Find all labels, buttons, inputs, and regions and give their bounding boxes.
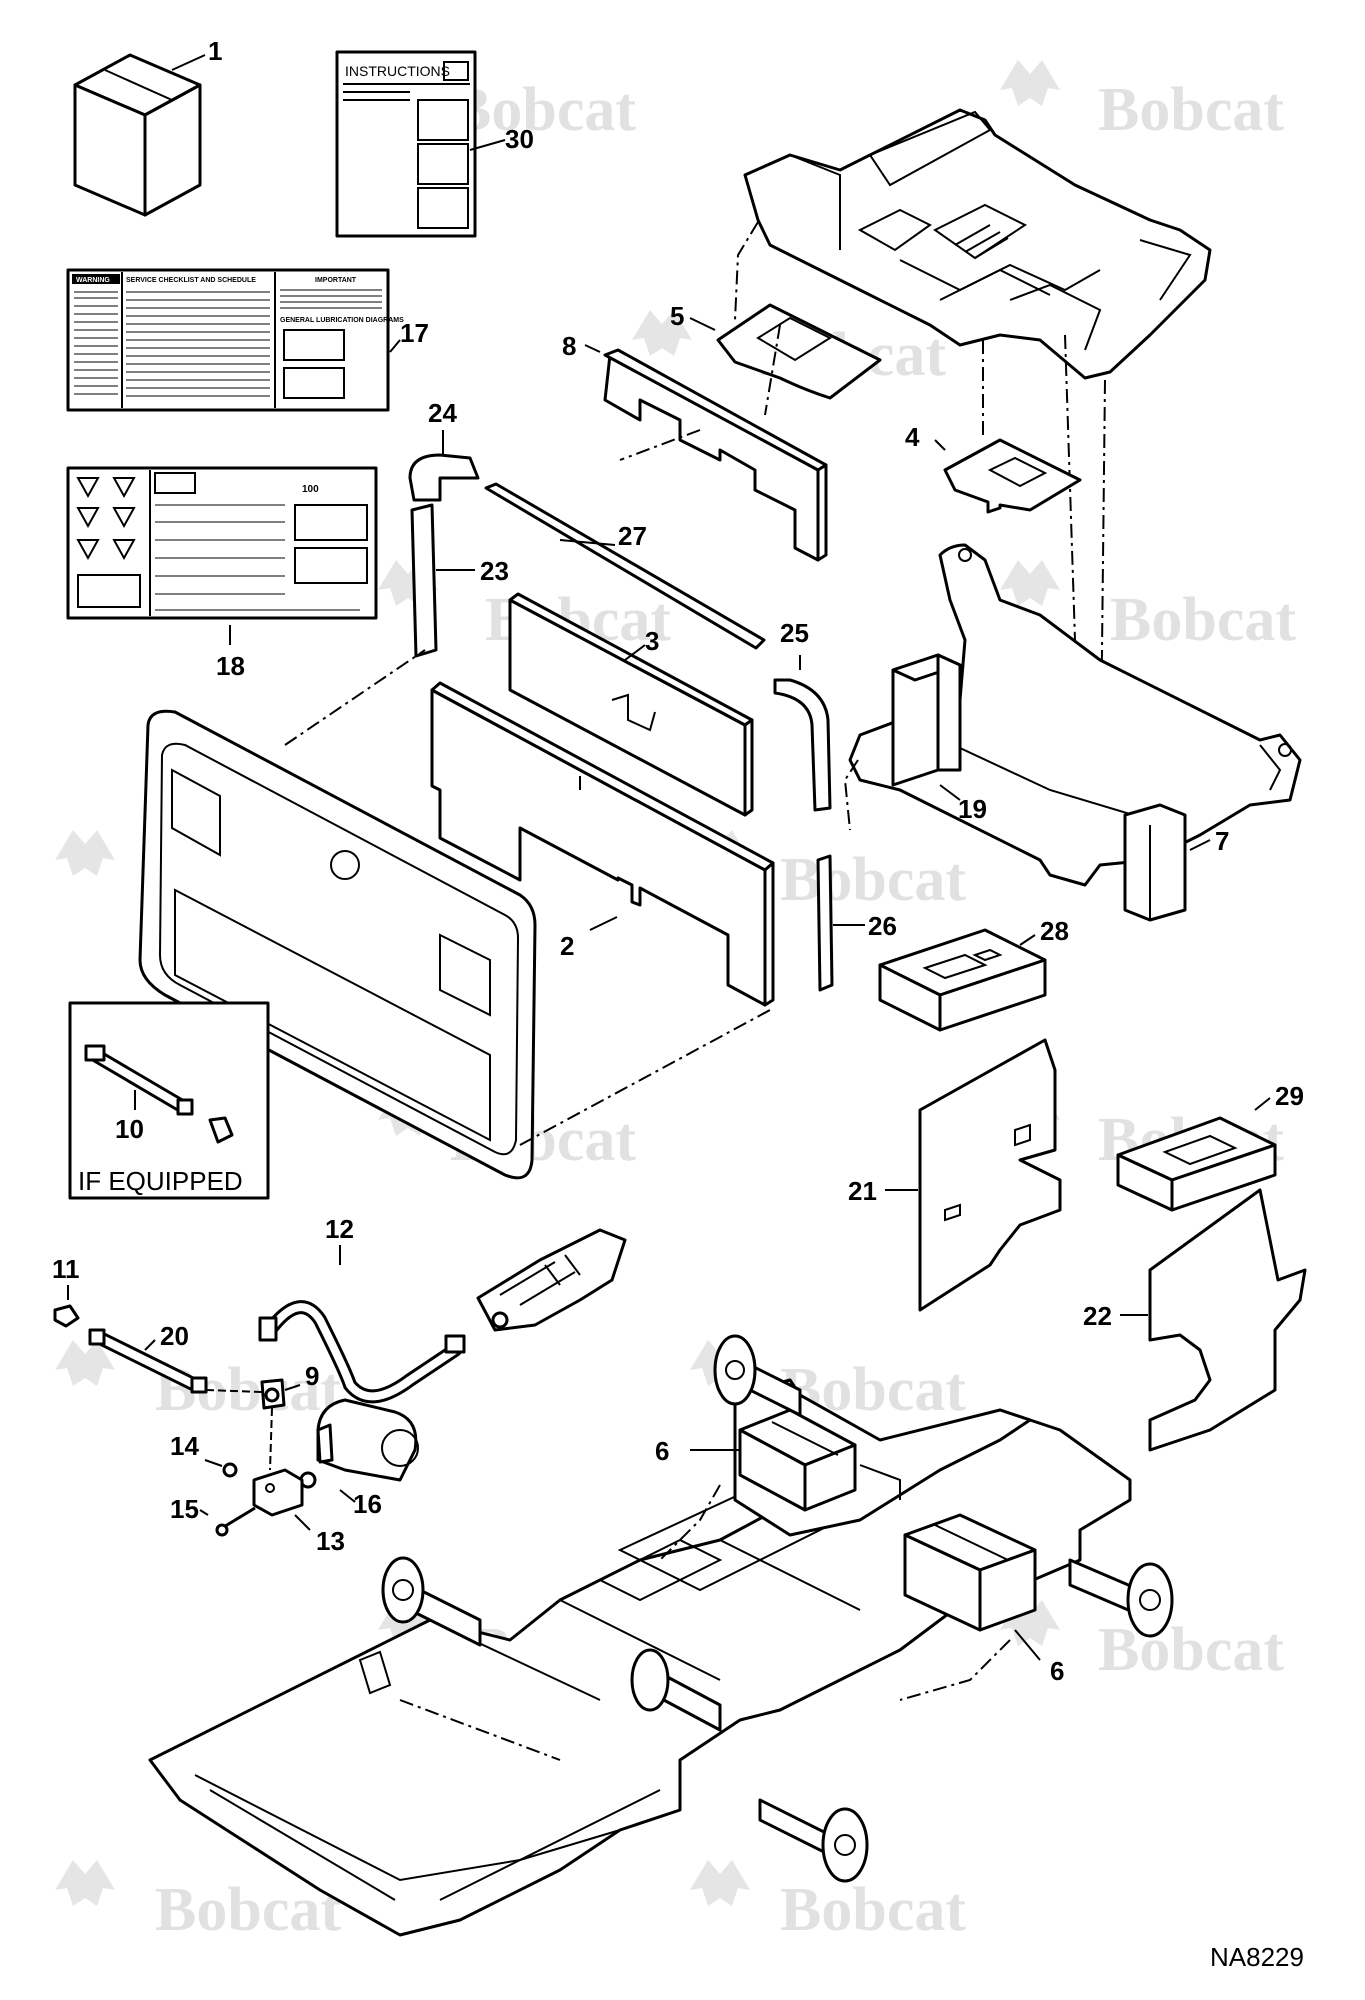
- part-1-box: 1: [73, 36, 222, 217]
- part-22-side-panel: 22: [1083, 1188, 1307, 1452]
- part-27-top-seal: 27: [484, 482, 766, 650]
- part-30-instructions-manual: INSTRUCTIONS 30: [335, 50, 534, 238]
- callout-22: 22: [1083, 1301, 1112, 1331]
- callout-2: 2: [560, 931, 574, 961]
- callout-19: 19: [958, 794, 987, 824]
- part-19-block: 19: [891, 653, 987, 824]
- callout-25: 25: [780, 618, 809, 648]
- watermark-text: Bobcat: [1098, 76, 1284, 144]
- lower-chassis: 6 6: [148, 1334, 1174, 1937]
- watermark-layer: Bobcat Bobcat Bobcat Bobcat Bobcat Bobca…: [55, 60, 1296, 1944]
- top-assembly: [619, 108, 1212, 831]
- callout-23: 23: [480, 556, 509, 586]
- decal17-checklist: SERVICE CHECKLIST AND SCHEDULE: [126, 277, 256, 284]
- watermark-text: Bobcat: [155, 1876, 341, 1944]
- callout-11: 11: [52, 1254, 80, 1284]
- callout-10: 10: [115, 1114, 144, 1144]
- part-10-if-equipped-inset: 10 IF EQUIPPED: [68, 1001, 270, 1200]
- decal18-hours: 100: [302, 484, 319, 495]
- callout-26: 26: [868, 911, 897, 941]
- callout-24: 24: [428, 398, 457, 428]
- callout-18: 18: [216, 651, 245, 681]
- callout-6-lower: 6: [1050, 1656, 1064, 1686]
- door-frame: [138, 649, 771, 1180]
- drawing-reference: NA8229: [1210, 1942, 1304, 1972]
- watermark-text: Bobcat: [780, 846, 966, 914]
- part-8-rear-panel: 8: [562, 331, 828, 562]
- watermark-text: Bobcat: [155, 1356, 341, 1424]
- hydraulic-components: 12 9 11 20 16 13 14: [52, 1214, 627, 1556]
- callout-6-upper: 6: [655, 1436, 669, 1466]
- part-23-side-seal: 23: [410, 503, 509, 658]
- part-26-strip-seal: 26: [816, 854, 897, 992]
- part-2-large-panel: 2: [430, 681, 775, 1007]
- part-24-corner-seal: 24: [408, 398, 480, 502]
- callout-8: 8: [562, 331, 576, 361]
- part-3-inner-panel: 3: [508, 592, 754, 817]
- callout-7: 7: [1215, 826, 1229, 856]
- part-18-safety-decal: 100 18: [66, 466, 378, 681]
- watermark-text: Bobcat: [450, 76, 636, 144]
- callout-3: 3: [645, 626, 659, 656]
- part-21-side-panel: 21: [848, 1038, 1062, 1312]
- callout-12: 12: [325, 1214, 354, 1244]
- instructions-label: INSTRUCTIONS: [345, 63, 450, 79]
- watermark-text: Bobcat: [1110, 586, 1296, 654]
- callout-13: 13: [316, 1526, 345, 1556]
- callout-27: 27: [618, 521, 647, 551]
- callout-9: 9: [305, 1361, 319, 1391]
- callout-4: 4: [905, 422, 920, 452]
- callout-21: 21: [848, 1176, 877, 1206]
- upper-frame: [843, 543, 1302, 887]
- watermark-text: Bobcat: [780, 1876, 966, 1944]
- part-25-bent-seal: 25: [773, 618, 832, 812]
- callout-17: 17: [400, 318, 429, 348]
- callout-5: 5: [670, 301, 684, 331]
- decal17-important: IMPORTANT: [315, 277, 357, 284]
- callout-14: 14: [170, 1431, 199, 1461]
- decal17-warning: WARNING: [76, 277, 110, 284]
- part-29-foam-block: 29: [1116, 1081, 1304, 1212]
- watermark-text: Bobcat: [1098, 1616, 1284, 1684]
- callout-20: 20: [160, 1321, 189, 1351]
- callout-15: 15: [170, 1494, 199, 1524]
- if-equipped-label: IF EQUIPPED: [78, 1166, 243, 1196]
- callout-1: 1: [208, 36, 222, 66]
- callout-28: 28: [1040, 916, 1069, 946]
- part-17-service-decal: WARNING SERVICE CHECKLIST AND SCHEDULE I…: [66, 268, 429, 412]
- part-28-foam-block: 28: [878, 916, 1069, 1032]
- part-5-side-tray: 5: [670, 301, 882, 400]
- part-7-block: 7: [1123, 803, 1229, 922]
- decal17-lubrication: GENERAL LUBRICATION DIAGRAMS: [280, 317, 404, 324]
- callout-29: 29: [1275, 1081, 1304, 1111]
- callout-30: 30: [505, 124, 534, 154]
- part-4-tray: 4: [905, 422, 1082, 514]
- callout-16: 16: [353, 1489, 382, 1519]
